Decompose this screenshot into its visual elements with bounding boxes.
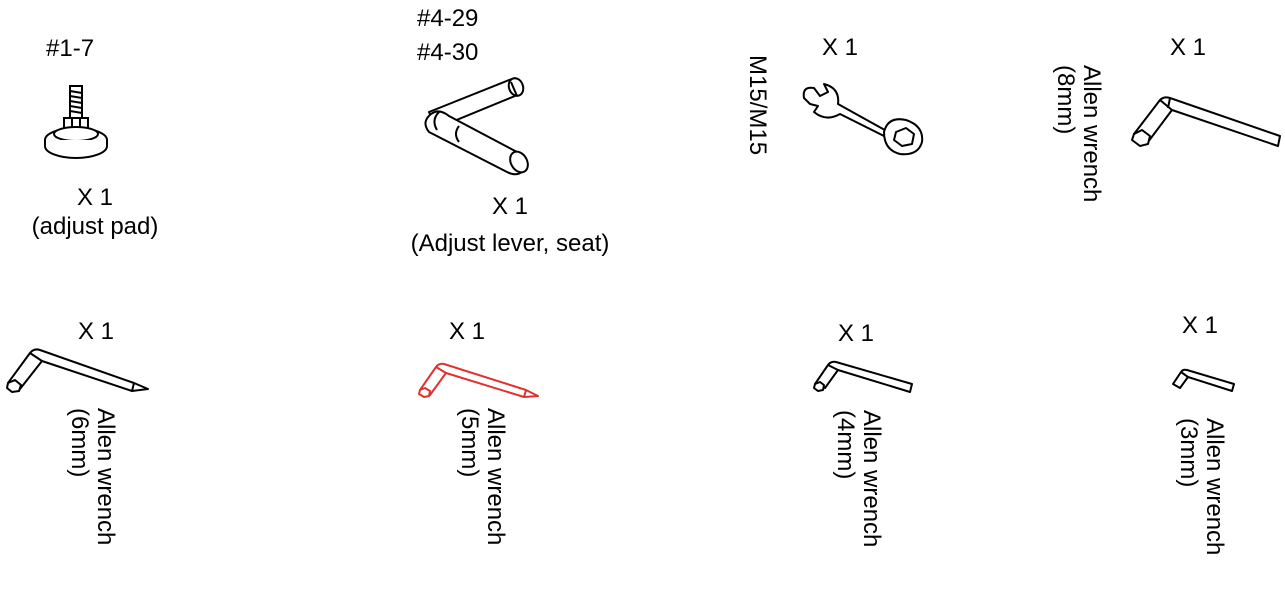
allen-3mm-label: Allen wrench (3mm) <box>1175 418 1228 556</box>
adjust-pad-icon <box>44 85 108 159</box>
spanner-icon <box>802 83 924 156</box>
allen-5mm-quantity: X 1 <box>449 318 486 345</box>
allen-8mm-size: (8mm) <box>1052 65 1079 135</box>
spanner-size: M15/M15 <box>744 55 771 156</box>
allen-4mm-name: Allen wrench <box>858 410 885 548</box>
adjust-lever-part-number-2: #4-30 <box>417 39 479 66</box>
allen-3mm-size: (3mm) <box>1175 418 1202 488</box>
adjust-lever-part-number-1: #4-29 <box>417 5 479 32</box>
adjust-pad-part-number: #1-7 <box>46 35 95 62</box>
allen-8mm-label: Allen wrench (8mm) <box>1052 65 1105 203</box>
allen-4mm-quantity: X 1 <box>838 320 875 347</box>
adjust-lever-name: (Adjust lever, seat) <box>410 230 610 257</box>
allen-wrench-5mm-icon <box>418 362 539 398</box>
allen-8mm-quantity: X 1 <box>1170 34 1207 61</box>
adjust-lever-icon <box>424 77 529 176</box>
allen-6mm-label: Allen wrench (6mm) <box>66 408 119 546</box>
allen-3mm-name: Allen wrench <box>1201 418 1228 556</box>
allen-6mm-name: Allen wrench <box>92 408 119 546</box>
allen-8mm-name: Allen wrench <box>1078 65 1105 203</box>
adjust-pad-quantity: X 1 <box>76 184 114 211</box>
allen-wrench-6mm-icon <box>6 348 149 393</box>
allen-wrench-4mm-icon <box>813 360 913 393</box>
allen-5mm-size: (5mm) <box>456 408 483 478</box>
allen-5mm-name: Allen wrench <box>482 408 509 546</box>
adjust-pad-name: (adjust pad) <box>31 213 159 240</box>
spanner-quantity: X 1 <box>822 34 859 61</box>
allen-4mm-size: (4mm) <box>832 410 859 480</box>
allen-5mm-label: Allen wrench (5mm) <box>456 408 509 546</box>
allen-wrench-8mm-icon <box>1131 96 1281 147</box>
allen-6mm-quantity: X 1 <box>78 318 115 345</box>
allen-6mm-size: (6mm) <box>66 408 93 478</box>
adjust-lever-quantity: X 1 <box>491 193 529 220</box>
allen-3mm-quantity: X 1 <box>1182 312 1219 339</box>
allen-4mm-label: Allen wrench (4mm) <box>832 410 885 548</box>
allen-wrench-3mm-icon <box>1172 368 1235 392</box>
